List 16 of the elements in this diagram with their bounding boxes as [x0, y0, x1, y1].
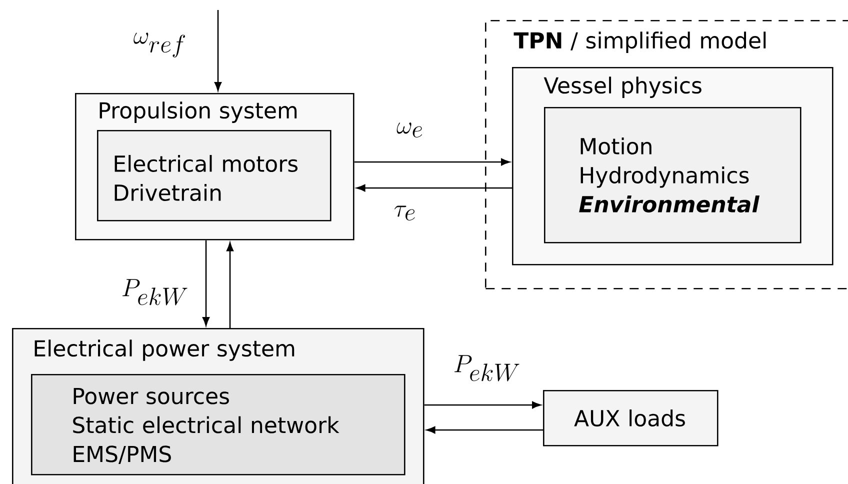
- arrow: [426, 426, 543, 434]
- arrow: [226, 242, 234, 328]
- edge-label: $P_{ekW}$: [454, 355, 520, 382]
- arrow: [214, 10, 222, 91]
- arrow: [202, 240, 210, 326]
- edge-label: $\omega_e$: [396, 122, 422, 138]
- arrow: [424, 401, 541, 409]
- arrow: [356, 184, 512, 192]
- edge-label: $P_{ekW}$: [122, 279, 188, 306]
- load-box: AUX loads: [543, 390, 718, 446]
- component-box: Power sources Static electrical network EMS/PMS: [31, 374, 406, 476]
- component-box: Electrical motors Drivetrain: [97, 130, 332, 222]
- arrow: [354, 158, 510, 166]
- edge-label: $\tau_e$: [394, 206, 415, 220]
- edge-label: $\omega_{ref}$: [134, 32, 186, 58]
- component-box: Motion Hydrodynamics Environmental: [544, 107, 802, 244]
